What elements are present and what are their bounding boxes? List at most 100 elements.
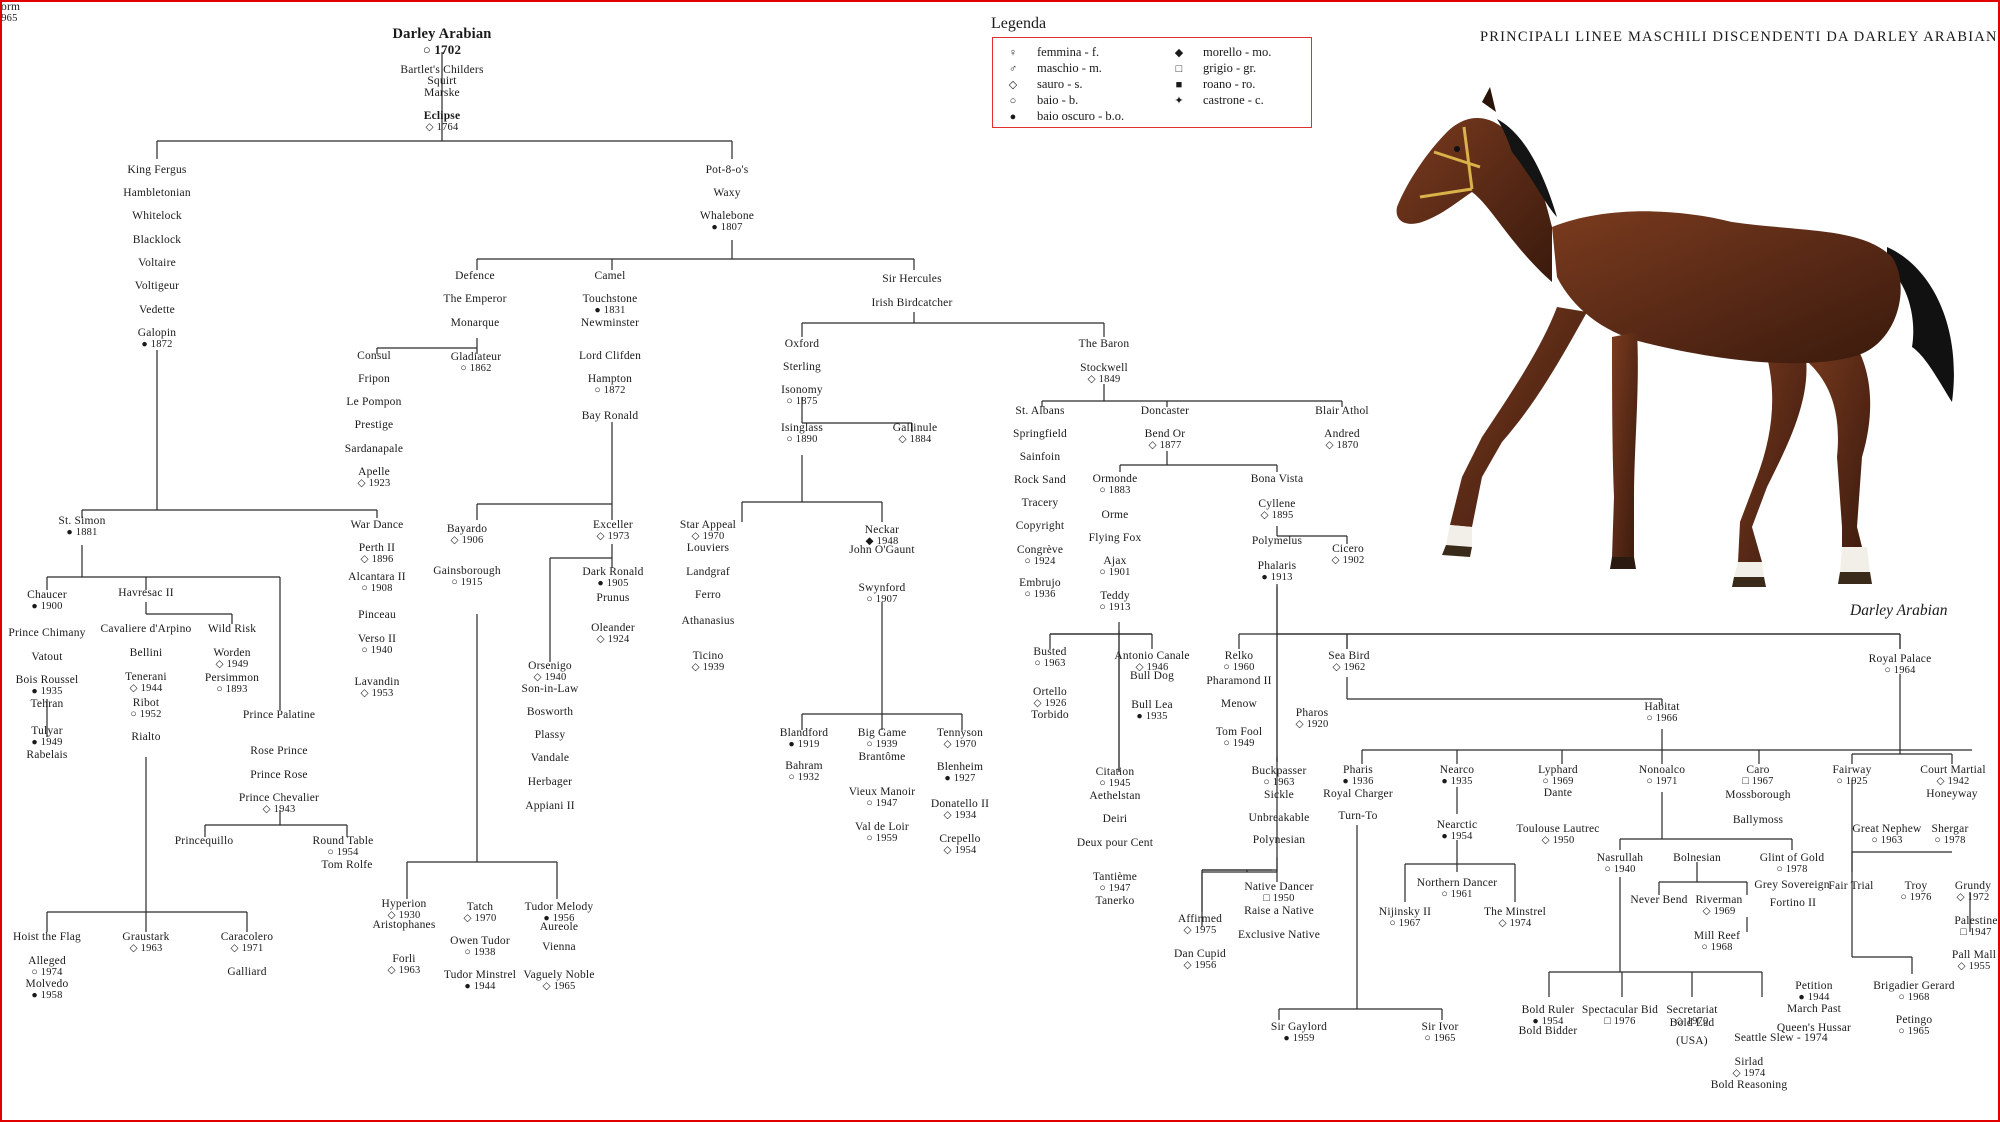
tree-node-blair-athol: Blair Athol [1315,406,1369,417]
node-name: Worden [213,648,250,659]
node-name: Val de Loir [855,822,909,833]
node-year: ○ 1978 [1760,864,1825,875]
node-name: Sterling [783,362,821,373]
node-name: Bull Dog [1130,671,1174,682]
node-name: Grundy [1955,881,1991,892]
tree-node-seattle-slew-1974: Seattle Slew - 1974 [1734,1033,1828,1044]
node-year: ○ 1974 [28,967,66,978]
tree-node-alcantara-ii: Alcantara II○ 1908 [348,572,406,594]
tree-node-springfield: Springfield [1013,429,1067,440]
tree-node-ferro: Ferro [695,590,721,601]
node-name: Galopin [138,328,176,339]
tree-node-persimmon: Persimmon○ 1893 [205,673,259,695]
legend-item-black: ◆morello - mo. [1169,45,1271,60]
node-name: Perth II [359,543,395,554]
tree-node-monarque: Monarque [451,318,500,329]
tree-node-plassy: Plassy [535,730,566,741]
tree-node-camel: Camel [594,271,625,282]
node-year: ◇ 1944 [125,683,167,694]
node-name: John O'Gaunt [849,545,914,556]
node-name: Tatch [464,902,497,913]
node-name: Ballymoss [1733,815,1783,826]
node-name: Sickle [1264,790,1294,801]
node-name: Waxy [713,188,740,199]
tree-node-nonoalco: Nonoalco○ 1971 [1639,765,1685,787]
node-name: Turn-To [1338,811,1377,822]
node-year: ○ 1971 [1639,776,1685,787]
node-year: ○ 1968 [1694,942,1740,953]
node-name: Polynesian [1253,835,1305,846]
node-name: Nearco [1440,765,1474,776]
root-name: Darley Arabian [392,26,491,42]
tree-node-defence: Defence [455,271,495,282]
tree-node-phalaris: Phalaris● 1913 [1258,561,1297,583]
node-year: ◇ 1902 [1332,555,1365,566]
node-name: Toulouse Lautrec [1516,824,1599,835]
node-year: ○ 1965 [1421,1033,1458,1044]
legend-item-chestnut: ◇sauro - s. [1003,77,1082,92]
tree-node-troy: Troy○ 1976 [1900,881,1931,903]
tree-node-chaucer: Chaucer● 1900 [27,590,67,612]
tree-node-the-baron: The Baron [1079,339,1130,350]
node-name: King Fergus [127,165,186,176]
node-year: ○ 1890 [781,434,823,445]
tree-root-node: Darley Arabian○ 1702 [392,26,491,57]
tree-node-wild-risk: Wild Risk [208,624,256,635]
tree-node-swynford: Swynford○ 1907 [859,583,906,605]
tree-node-waxy: Waxy [713,188,740,199]
node-name: Raise a Native [1244,906,1314,917]
tree-node-blandford: Blandford● 1919 [780,728,828,750]
node-name: Tracery [1022,498,1059,509]
node-name: Deux pour Cent [1077,838,1153,849]
tree-node-le-pompon: Le Pompon [346,397,401,408]
node-name: Petingo [1896,1015,1933,1026]
tree-node-sea-bird: Sea Bird◇ 1962 [1328,651,1370,673]
node-name: Flying Fox [1089,533,1142,544]
node-name: Brantôme [859,752,906,763]
tree-node-flying-fox: Flying Fox [1089,533,1142,544]
node-name: Orme [1102,510,1129,521]
node-name: Exclusive Native [1238,930,1320,941]
node-name: Oxford [785,339,819,350]
node-name: Tom Fool [1216,727,1262,738]
tree-node-usa: (USA) [1676,1036,1708,1047]
tree-node-sickle: Sickle [1264,790,1294,801]
node-name: Gladiateur [451,352,502,363]
node-name: Fortino II [1770,898,1816,909]
tree-node-big-game: Big Game○ 1939 [858,728,907,750]
node-name: Petition [1795,981,1832,992]
node-name: Fairway [1832,765,1871,776]
tree-node-copyright: Copyright [1016,521,1064,532]
node-year: ◇ 1870 [1324,440,1360,451]
node-year: ○ 1963 [1852,835,1921,846]
node-name: Exceller [593,520,633,531]
node-year: ◇ 1972 [1955,892,1991,903]
node-name: Cavaliere d'Arpino [101,624,192,635]
node-year: ◇ 1943 [239,804,319,815]
node-name: Whalebone [700,211,754,222]
node-name: Bend Or [1145,429,1186,440]
node-name: Royal Palace [1869,654,1932,665]
node-name: Teddy [1099,591,1130,602]
node-year: ○ 1940 [358,645,396,656]
node-name: Lyphard [1538,765,1578,776]
tree-node-ballymoss: Ballymoss [1733,815,1783,826]
node-name: Sir Gaylord [1271,1022,1327,1033]
tree-node-vienna: Vienna [542,942,576,953]
node-year: ◇ 1896 [359,554,395,565]
tree-node-prince-palatine: Prince Palatine [243,710,315,721]
node-name: Bois Roussel [16,675,79,686]
tree-node-aethelstan: Aethelstan [1089,791,1140,802]
legend-item-bay: ○baio - b. [1003,93,1078,108]
node-name: Bull Lea [1131,700,1173,711]
node-name: Sir Ivor [1421,1022,1458,1033]
tree-node-orsenigo: Orsenigo◇ 1940 [528,661,572,683]
node-name: Ormonde [1093,474,1138,485]
node-name: Gallinule [893,423,938,434]
tree-node-whalebone: Whalebone● 1807 [700,211,754,233]
node-year: ● 1959 [1271,1033,1327,1044]
node-year: ◇ 1940 [528,672,572,683]
tree-node-polymelus: Polymelus [1252,536,1302,547]
node-name: Busted [1033,647,1066,658]
tree-node-nearco: Nearco● 1935 [1440,765,1474,787]
